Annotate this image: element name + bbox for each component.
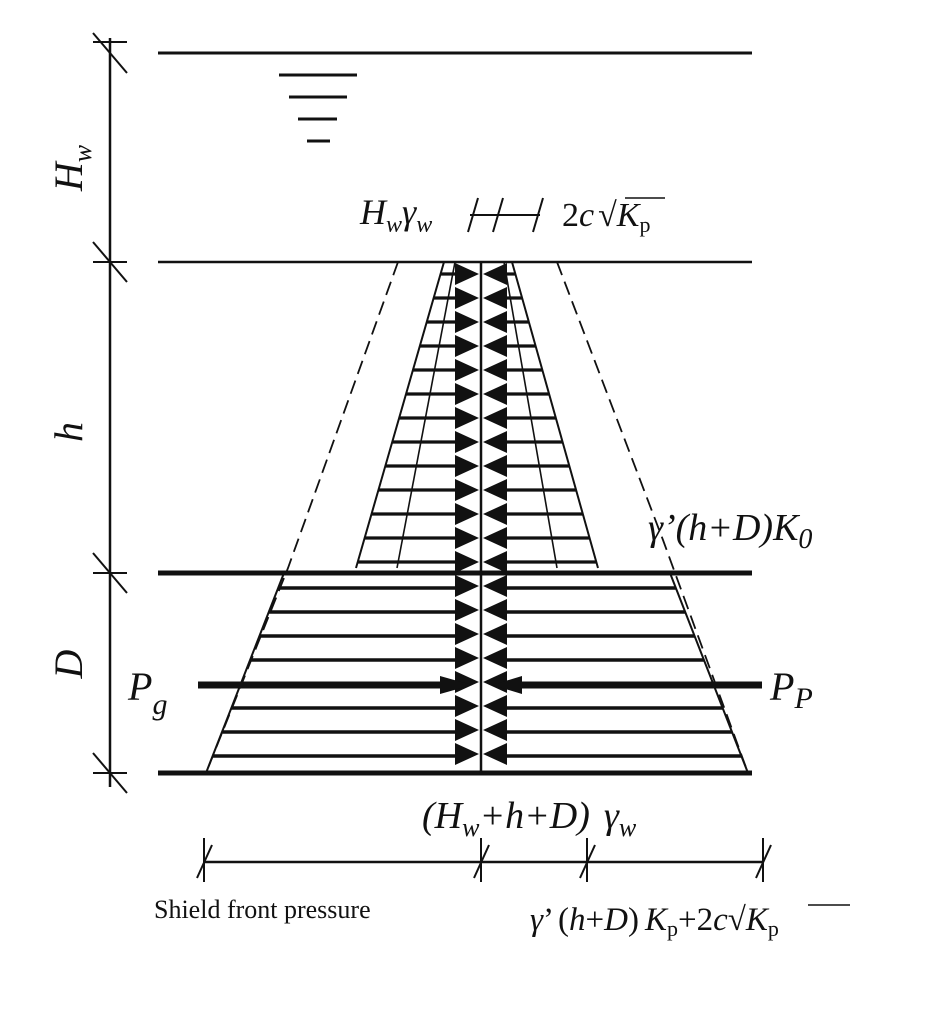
arrowhead-right <box>455 431 479 453</box>
svg-text:γ’(h+D)Kp+2c√Kp: γ’(h+D)Kp+2c√Kp <box>530 902 779 941</box>
ko-pressure-zone <box>355 261 599 569</box>
dimension-label-Hw: Hw <box>46 144 97 192</box>
arrowhead-right <box>455 287 479 309</box>
arrowhead-left <box>483 599 507 621</box>
upper-pressure-hatching <box>357 272 597 564</box>
water-level-symbol <box>279 73 357 143</box>
dimension-label-h: h <box>46 422 91 442</box>
label-shield-front-pressure: Shield front pressure <box>154 895 371 924</box>
arrowhead-left <box>483 335 507 357</box>
arrowhead-left <box>483 311 507 333</box>
arrowhead-left <box>483 431 507 453</box>
arrowhead-left <box>483 455 507 477</box>
arrowhead-right <box>455 359 479 381</box>
label-hw-gamma-w: Hwγw <box>359 192 432 238</box>
pg-force-arrow <box>198 676 472 694</box>
arrowhead-left <box>483 479 507 501</box>
arrowhead-right <box>455 719 479 741</box>
label-pg: Pg <box>127 664 167 721</box>
svg-text:2c√Kp: 2c√Kp <box>562 197 650 237</box>
label-2c-sqrt-kp: 2c√Kp <box>562 197 665 237</box>
arrowhead-left <box>483 503 507 525</box>
arrowhead-right <box>455 479 479 501</box>
pp-force-arrow <box>492 676 762 694</box>
arrowhead-right <box>455 311 479 333</box>
arrowhead-left <box>483 407 507 429</box>
arrowhead-right <box>455 263 479 285</box>
dimension-label-D: D <box>46 649 91 679</box>
label-passive-pressure-formula: γ’(h+D)Kp+2c√Kp <box>530 902 850 941</box>
arrowhead-right <box>455 407 479 429</box>
arrowhead-right <box>455 599 479 621</box>
arrowhead-left <box>483 623 507 645</box>
arrowhead-left <box>483 551 507 573</box>
arrowhead-left <box>483 695 507 717</box>
label-pp: PP <box>769 664 813 715</box>
arrowhead-right <box>455 623 479 645</box>
label-gamma-prime-k0: γ’(h+D)K0 <box>648 507 812 555</box>
arrowhead-right <box>455 695 479 717</box>
arrowhead-right <box>455 335 479 357</box>
passive-pressure-zone <box>205 572 749 774</box>
arrowhead-right <box>455 503 479 525</box>
arrowhead-left <box>483 383 507 405</box>
bottom-dimension-line <box>196 838 772 882</box>
arrowhead-left <box>483 575 507 597</box>
arrowhead-left <box>483 263 507 285</box>
arrowhead-left <box>483 527 507 549</box>
left-dimension-line <box>92 32 128 794</box>
arrowhead-right <box>455 575 479 597</box>
arrowhead-right <box>455 647 479 669</box>
arrowhead-left <box>483 647 507 669</box>
arrowhead-right <box>455 743 479 765</box>
arrowhead-right <box>455 383 479 405</box>
label-total-water-pressure: (Hw+h+D)γw <box>422 795 637 842</box>
cohesion-dimension <box>467 197 544 233</box>
arrowhead-left <box>483 719 507 741</box>
arrowhead-right <box>455 551 479 573</box>
lower-pressure-hatching <box>212 586 742 758</box>
arrowhead-left <box>483 287 507 309</box>
water-pressure-arrows <box>455 263 507 765</box>
arrowhead-right <box>455 527 479 549</box>
arrowhead-left <box>483 743 507 765</box>
arrowhead-left <box>483 359 507 381</box>
arrowhead-right <box>455 455 479 477</box>
svg-text:Hw: Hw <box>46 144 97 192</box>
